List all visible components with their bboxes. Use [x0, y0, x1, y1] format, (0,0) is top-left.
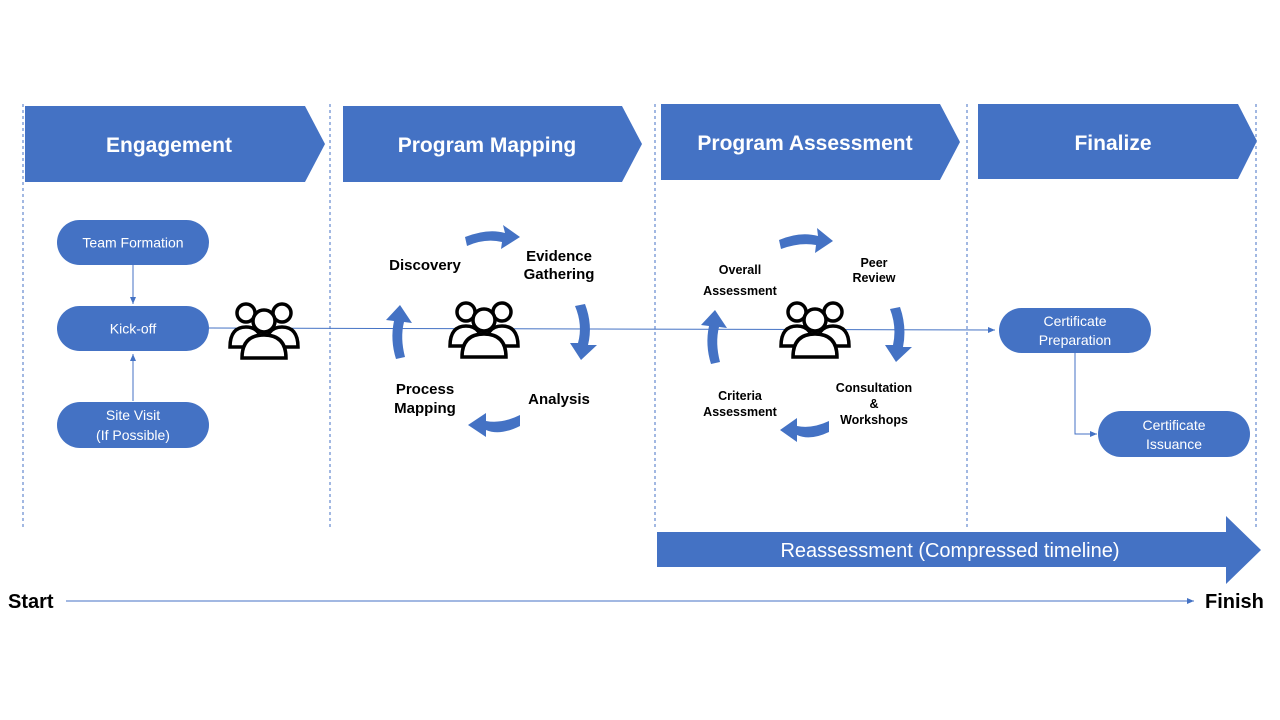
step-label: Preparation: [1039, 332, 1111, 348]
connector-arrow: [1074, 352, 1097, 437]
cycle-arrow: [780, 418, 829, 442]
finalize-steps: Certificate Preparation Certificate Issu…: [999, 308, 1250, 457]
step-site-visit: Site Visit (If Possible): [57, 402, 209, 448]
cycle-label-consultation-workshops: &: [869, 397, 878, 411]
cycle-arrow: [701, 310, 727, 364]
step-team-formation: Team Formation: [57, 220, 209, 265]
step-label: Certificate: [1043, 313, 1106, 329]
phase-label: Program Mapping: [398, 134, 577, 157]
cycle-label-consultation-workshops: Workshops: [840, 413, 908, 427]
phase-separators: [22, 104, 1257, 530]
step-certificate-issuance: Certificate Issuance: [1098, 411, 1250, 457]
people-group-icon: [228, 302, 300, 360]
cycle-label-overall-assessment: Overall: [719, 263, 761, 277]
step-label: Team Formation: [82, 235, 183, 251]
step-label: Site Visit: [106, 407, 160, 423]
cycle-arrow: [468, 413, 520, 437]
phase-engagement: Engagement: [25, 106, 325, 182]
timeline-start-label: Start: [8, 591, 54, 613]
phase-label: Engagement: [106, 134, 232, 157]
cycle-label-criteria-assessment: Assessment: [703, 405, 777, 419]
step-certificate-preparation: Certificate Preparation: [999, 308, 1151, 353]
cycle-arrow: [779, 228, 833, 253]
cycle-arrow: [465, 225, 520, 249]
engagement-steps: Team Formation Kick-off Site Visit (If P…: [57, 220, 300, 448]
cycle-label-criteria-assessment: Criteria: [718, 389, 763, 403]
cycle-label-peer-review: Review: [852, 271, 895, 285]
cycle-arrow: [570, 304, 597, 360]
assessment-cycle: Overall Assessment Peer Review Consultat…: [701, 228, 912, 442]
cycle-label-peer-review: Peer: [860, 256, 887, 270]
cycle-label-consultation-workshops: Consultation: [836, 381, 912, 395]
step-label: Certificate: [1142, 417, 1205, 433]
phase-headers: Engagement Program Mapping Program Asses…: [25, 104, 1257, 182]
people-group-icon: [448, 301, 520, 359]
phase-program-assessment: Program Assessment: [661, 104, 960, 180]
step-label: Kick-off: [110, 321, 157, 337]
phase-program-mapping: Program Mapping: [343, 106, 642, 182]
cycle-label-process-mapping: Process: [396, 381, 454, 398]
cycle-label-overall-assessment: Assessment: [703, 284, 777, 298]
step-label: (If Possible): [96, 427, 170, 443]
reassessment-arrow: Reassessment (Compressed timeline): [657, 516, 1261, 584]
cycle-label-evidence-gathering: Gathering: [524, 266, 595, 283]
flow-line: [208, 326, 996, 333]
cycle-label-analysis: Analysis: [528, 391, 590, 408]
step-kick-off: Kick-off: [57, 306, 209, 351]
timeline: Start Finish: [8, 591, 1264, 613]
cycle-arrow: [885, 307, 912, 362]
phase-label: Program Assessment: [697, 132, 912, 155]
cycle-arrow: [386, 305, 412, 359]
phase-label: Finalize: [1074, 132, 1151, 155]
mapping-cycle: Discovery Evidence Gathering Analysis Pr…: [386, 225, 597, 437]
cycle-label-discovery: Discovery: [389, 257, 461, 274]
reassessment-label: Reassessment (Compressed timeline): [780, 540, 1119, 562]
cycle-label-evidence-gathering: Evidence: [526, 248, 592, 265]
cycle-label-process-mapping: Mapping: [394, 400, 456, 417]
step-label: Issuance: [1146, 436, 1202, 452]
timeline-finish-label: Finish: [1205, 591, 1264, 613]
phase-finalize: Finalize: [978, 104, 1257, 179]
people-group-icon: [779, 301, 851, 359]
